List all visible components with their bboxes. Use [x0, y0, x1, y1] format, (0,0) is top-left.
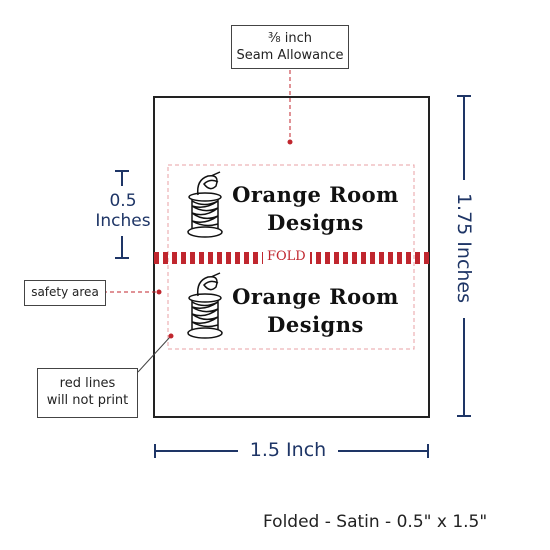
dimension-0-5-inches [115, 170, 129, 259]
red-lines-callout: red lines will not print [37, 368, 138, 418]
seam-allowance-fraction: ⅜ inch [268, 31, 312, 46]
width-label: 1.5 Inch [249, 439, 327, 461]
seam-leader-dot [287, 139, 293, 145]
safety-leader-dot [156, 289, 162, 295]
brand-text-top: Orange Room Designs [228, 181, 403, 237]
dimension-1-5-inch [154, 444, 429, 458]
seam-allowance-callout: ⅜ inch Seam Allowance [231, 25, 349, 69]
brand-text-bottom: Orange Room Designs [228, 283, 403, 339]
height-small-unit: Inches [95, 211, 151, 231]
dimension-1-75-inches [457, 95, 471, 417]
height-small-label: 0.5 Inches [93, 191, 153, 231]
safety-area-box [167, 164, 415, 350]
safety-area-callout: safety area [24, 280, 106, 306]
seam-allowance-text: Seam Allowance [236, 48, 344, 63]
height-small-value: 0.5 [109, 191, 137, 211]
red-lines-text-2: will not print [46, 393, 129, 408]
brand-top-line1: Orange Room [232, 182, 399, 207]
red-lines-leader [137, 336, 171, 373]
brand-bottom-line2: Designs [267, 312, 364, 337]
height-total-label: 1.75 Inches [453, 192, 475, 304]
safety-area-label: safety area [31, 285, 99, 299]
red-lines-leader-dot [168, 333, 174, 339]
product-caption: Folded - Satin - 0.5" x 1.5" [263, 512, 488, 532]
thread-spool-icon-top [187, 171, 223, 238]
fold-label: FOLD [263, 249, 310, 264]
thread-spool-icon-bottom [187, 272, 223, 339]
red-lines-text-1: red lines [59, 376, 116, 391]
brand-bottom-line1: Orange Room [232, 284, 399, 309]
brand-top-line2: Designs [267, 210, 364, 235]
